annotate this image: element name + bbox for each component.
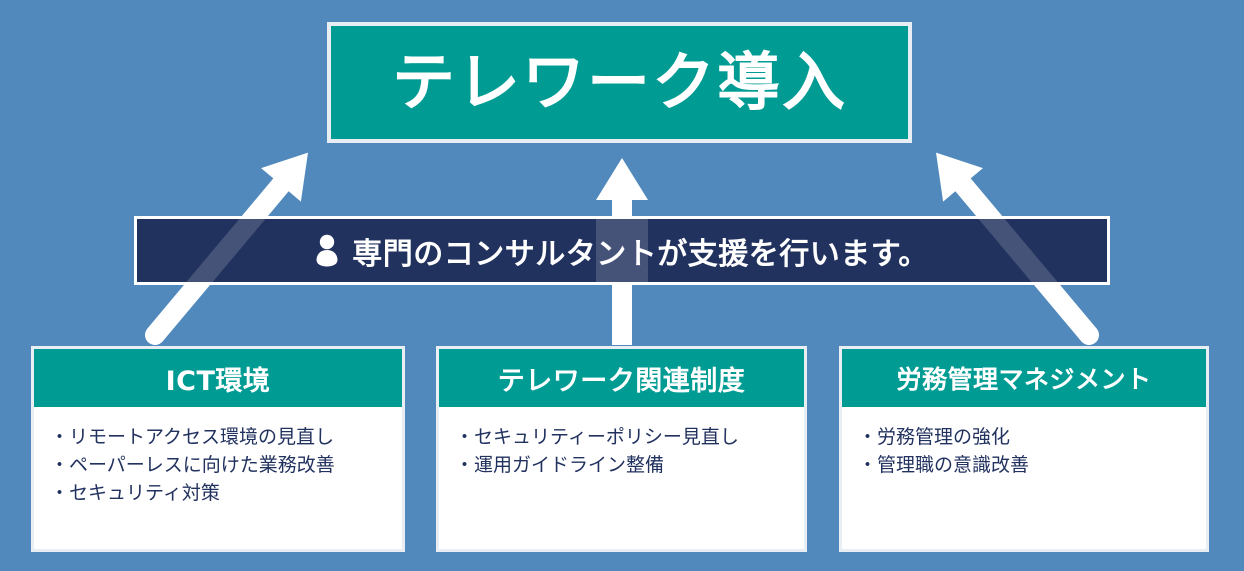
card-header: ICT環境 <box>34 349 402 407</box>
card-title: ICT環境 <box>165 365 271 397</box>
consultant-bar: 専門のコンサルタントが支援を行います。 <box>134 216 1110 285</box>
top-banner: テレワーク導入 <box>327 22 912 143</box>
bullet-item: ・セキュリティ対策 <box>50 481 220 504</box>
bullet-item: ・管理職の意識改善 <box>858 453 1030 476</box>
bullet-item: ・セキュリティーポリシー見直し <box>455 426 739 448</box>
person-icon <box>316 234 338 267</box>
card-ict: ICT環境 ・リモートアクセス環境の見直し ・ペーパーレスに向けた業務改善 ・セ… <box>31 346 405 552</box>
card-body: ・労務管理の強化 ・管理職の意識改善 <box>842 407 1206 549</box>
card-title: 労務管理マネジメント <box>896 365 1152 394</box>
card-labor-management: 労務管理マネジメント ・労務管理の強化 ・管理職の意識改善 <box>839 346 1209 552</box>
bullet-item: ・労務管理の強化 <box>858 426 1011 448</box>
card-header: 労務管理マネジメント <box>842 349 1206 407</box>
card-body: ・セキュリティーポリシー見直し ・運用ガイドライン整備 <box>439 407 804 549</box>
bullet-item: ・ペーパーレスに向けた業務改善 <box>50 453 335 476</box>
banner-title: テレワーク導入 <box>392 46 847 119</box>
bullet-item: ・リモートアクセス環境の見直し <box>50 426 335 448</box>
card-header: テレワーク関連制度 <box>439 349 804 407</box>
card-title: テレワーク関連制度 <box>497 365 746 397</box>
card-telework-system: テレワーク関連制度 ・セキュリティーポリシー見直し ・運用ガイドライン整備 <box>436 346 807 552</box>
card-body: ・リモートアクセス環境の見直し ・ペーパーレスに向けた業務改善 ・セキュリティ対… <box>34 407 402 549</box>
bullet-item: ・運用ガイドライン整備 <box>455 453 665 476</box>
consultant-bar-text: 専門のコンサルタントが支援を行います。 <box>352 236 929 272</box>
